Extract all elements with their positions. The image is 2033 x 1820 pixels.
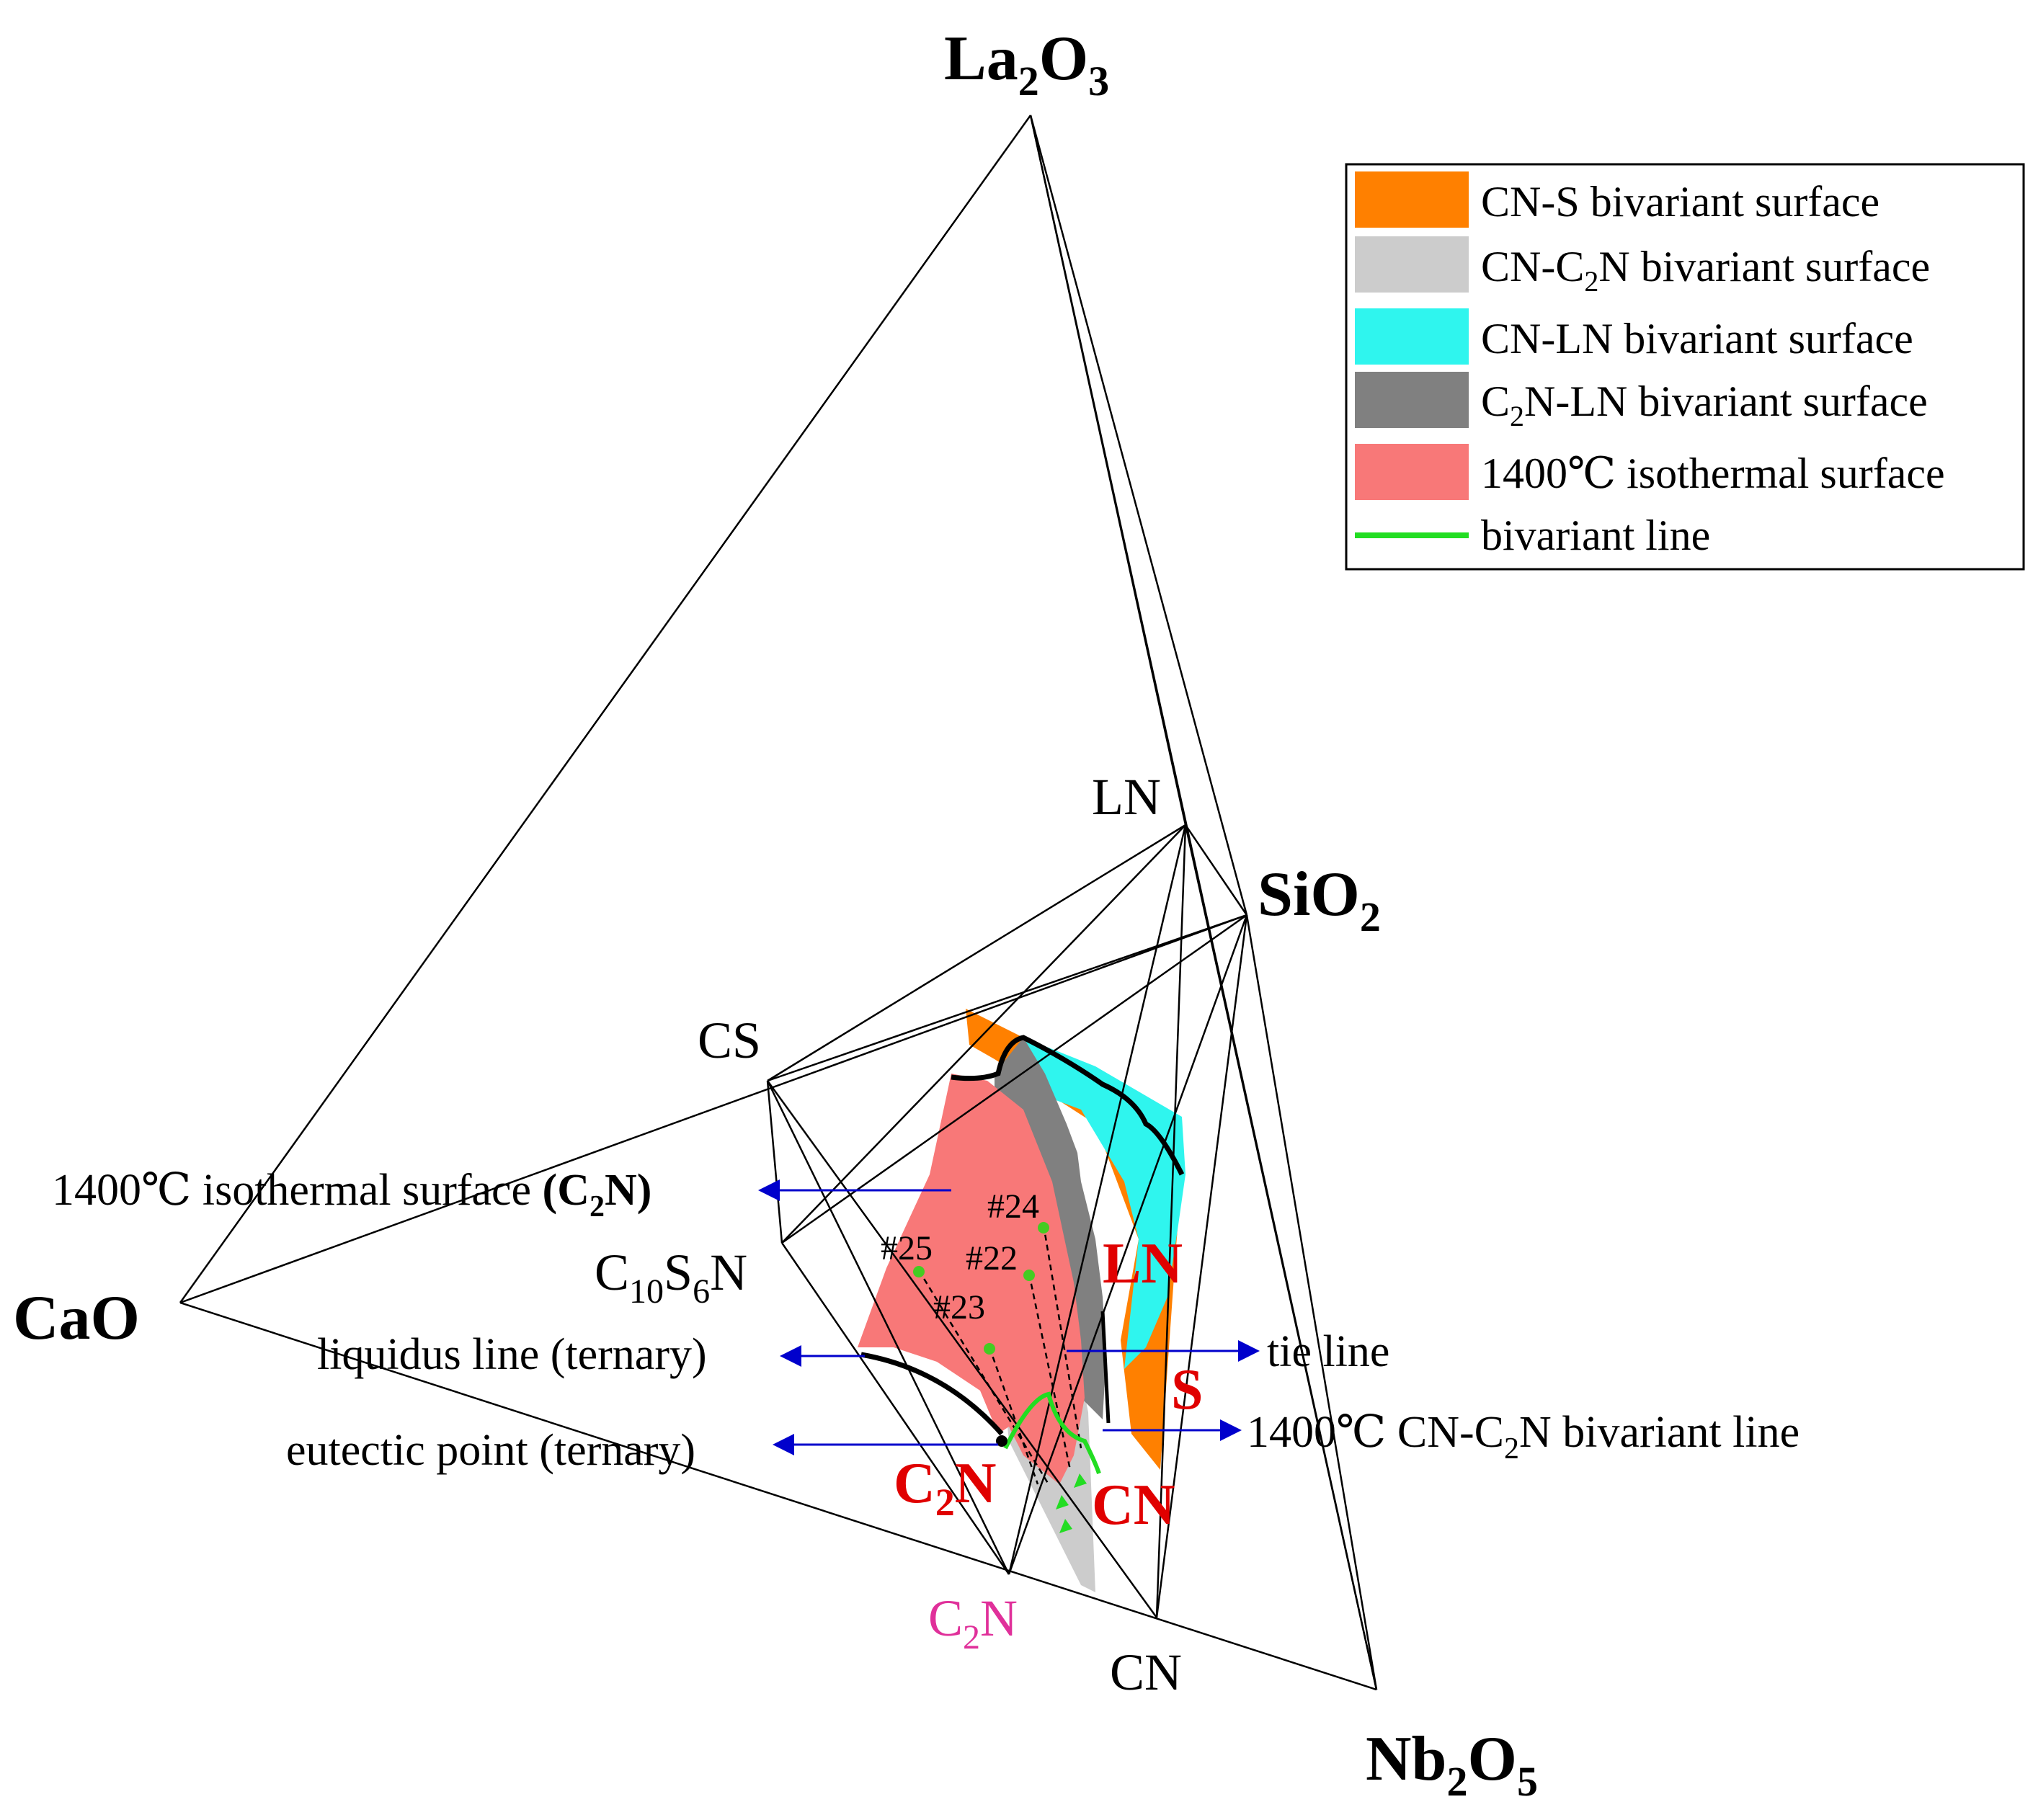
legend-box: [1345, 163, 2025, 571]
legend-swatch-cn-ln: [1355, 308, 1469, 365]
phase-label-cn: CN: [1092, 1473, 1175, 1537]
annotation-arrows: [758, 1179, 1260, 1455]
bivariant-arrow-1: [1056, 1495, 1069, 1509]
eutectic-point-marker: [996, 1435, 1007, 1447]
legend-swatch-isothermal: [1355, 444, 1469, 500]
annotation-eutectic: eutectic point (ternary): [286, 1426, 695, 1475]
point-22: [1023, 1270, 1035, 1281]
legend-label-c2n-ln: C2N-LN bivariant surface: [1481, 378, 1928, 432]
legend-swatch-cn-s: [1355, 171, 1469, 228]
point-label-25: #25: [881, 1229, 933, 1267]
bivariant-line-curve: [1003, 1391, 1101, 1474]
annotation-tie-line: tie line: [1267, 1327, 1389, 1376]
point-23: [984, 1343, 995, 1355]
upper-bivariant-boundary: [951, 1035, 1185, 1176]
point-24: [1038, 1222, 1049, 1234]
phase-label-c2n: C2N: [894, 1452, 997, 1524]
dashed-guides: [917, 1224, 1082, 1485]
phase-label-ln: LN: [1103, 1232, 1183, 1295]
point-25: [913, 1266, 925, 1277]
liquidus-line-ternary: [860, 1352, 1004, 1436]
vertex-cao: CaO: [13, 1283, 140, 1353]
legend: CN-S bivariant surface CN-C2N bivariant …: [1345, 163, 2025, 571]
legend-swatch-c2n-ln: [1355, 372, 1469, 428]
legend-swatch-cn-c2n: [1355, 236, 1469, 293]
boundary-curves: [860, 1035, 1185, 1436]
surfaces: [858, 1009, 1185, 1592]
annotation-liquidus: liquidus line (ternary): [317, 1330, 707, 1379]
cn-c2n-boundary-edge: [1100, 1311, 1111, 1424]
compound-c2n: C2N: [928, 1589, 1018, 1656]
bivariant-line: [1003, 1391, 1101, 1533]
isothermal-surface-1400: [858, 1074, 1085, 1484]
legend-label-cn-c2n: CN-C2N bivariant surface: [1481, 243, 1930, 298]
legend-label-bivariant-line: bivariant line: [1481, 512, 1710, 559]
vertex-la2o3: La2O3: [944, 24, 1109, 104]
annotation-bivariant-line: 1400℃ CN-C2N bivariant line: [1247, 1408, 1800, 1466]
point-label-23: #23: [933, 1288, 985, 1326]
annotation-isothermal-c2n: 1400℃ isothermal surface (C2N): [52, 1166, 651, 1223]
cn-ln-bivariant-surface: [995, 1038, 1185, 1369]
compound-c10s6n: C10S6N: [595, 1244, 747, 1311]
phase-label-s: S: [1171, 1358, 1204, 1422]
vertex-sio2: SiO2: [1258, 860, 1381, 940]
bivariant-arrow-2: [1074, 1473, 1087, 1488]
point-label-22: #22: [966, 1239, 1018, 1277]
legend-label-cn-s: CN-S bivariant surface: [1481, 178, 1879, 226]
tetrahedron-wireframe: [179, 115, 1378, 1691]
compound-ln: LN: [1092, 768, 1161, 826]
point-label-24: #24: [987, 1187, 1039, 1226]
bivariant-arrow-3: [1059, 1519, 1072, 1533]
compound-cn: CN: [1110, 1643, 1182, 1701]
legend-label-cn-ln: CN-LN bivariant surface: [1481, 315, 1913, 362]
compound-cs: CS: [698, 1012, 761, 1069]
experimental-points: [913, 1222, 1049, 1355]
vertex-nb2o5: Nb2O5: [1366, 1724, 1538, 1805]
legend-label-isothermal: 1400℃ isothermal surface: [1481, 450, 1945, 497]
